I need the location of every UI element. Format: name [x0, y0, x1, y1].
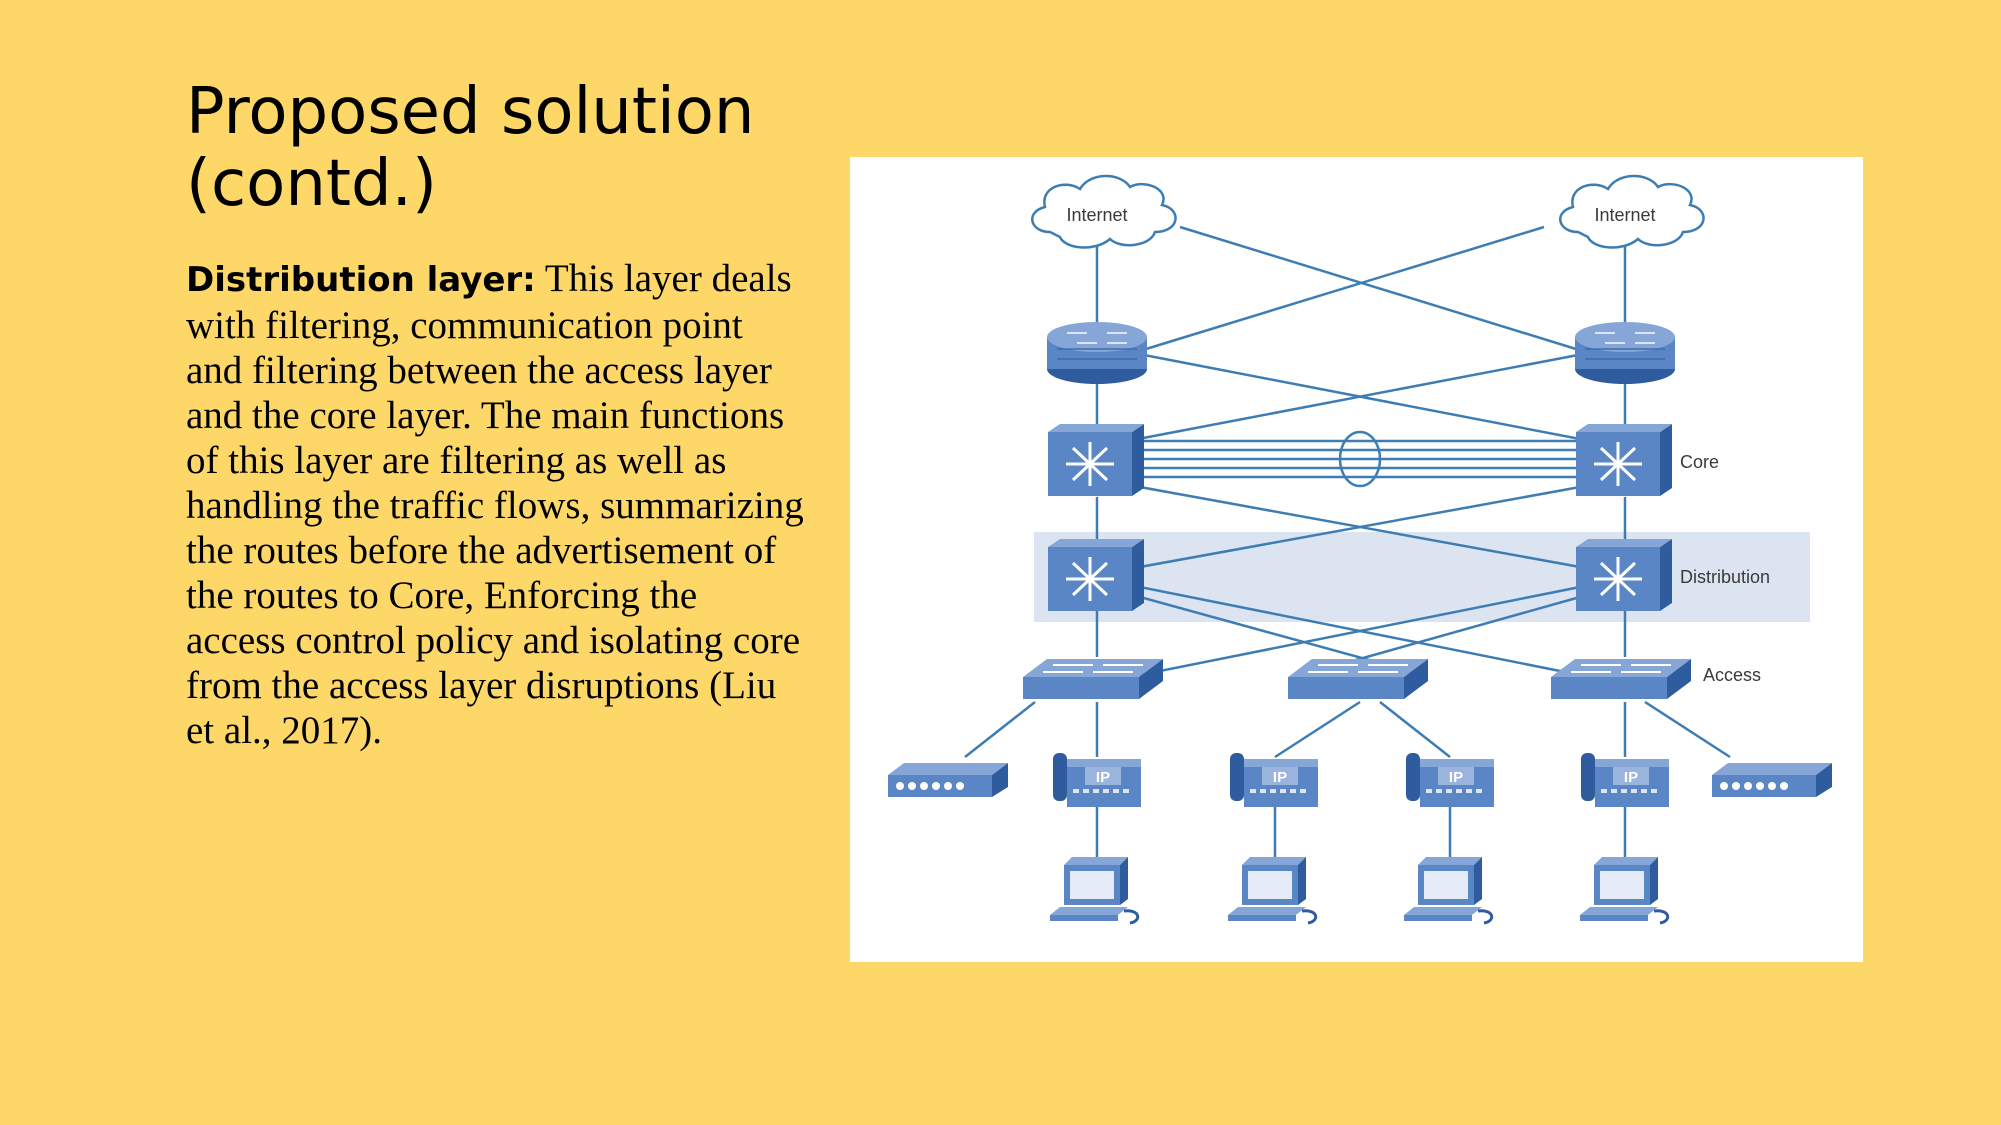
- ip-phone-icon: [1406, 753, 1494, 807]
- multilayer-switch-icon: [1046, 537, 1146, 613]
- access-switch-icon: [1550, 658, 1692, 700]
- multilayer-switch-icon: [1046, 422, 1146, 498]
- distribution-band: [1034, 532, 1810, 622]
- internet-label-right: Internet: [1594, 205, 1655, 225]
- computer-icon: [1226, 855, 1318, 925]
- slide-body: Distribution layer: This layer deals wit…: [186, 256, 806, 753]
- access-label: Access: [1703, 665, 1761, 685]
- computer-icon: [1402, 855, 1494, 925]
- multilayer-switch-icon: [1574, 422, 1674, 498]
- slide-title: Proposed solution (contd.): [186, 75, 755, 221]
- etherchannel-ellipse: [1338, 430, 1382, 488]
- ip-phone-icon: [1581, 753, 1669, 807]
- network-diagram: IP: [850, 157, 1863, 962]
- computer-icon: [1048, 855, 1140, 925]
- cloud-icon: Internet: [1559, 174, 1705, 249]
- distribution-label: Distribution: [1680, 567, 1770, 587]
- router-icon: [1046, 321, 1148, 385]
- core-label: Core: [1680, 452, 1719, 472]
- computer-icon: [1578, 855, 1670, 925]
- internet-label-left: Internet: [1066, 205, 1127, 225]
- access-switch-icon: [1287, 658, 1429, 700]
- body-lead: Distribution layer:: [186, 260, 536, 300]
- cloud-icon: Internet: [1031, 174, 1177, 249]
- access-switch-icon: [1022, 658, 1164, 700]
- network-links: [964, 225, 1731, 857]
- ip-phone-icon: [1053, 753, 1141, 807]
- hub-icon: [1712, 763, 1832, 797]
- hub-icon: [888, 763, 1008, 797]
- body-text: This layer deals with filtering, communi…: [186, 257, 804, 752]
- router-icon: [1574, 321, 1676, 385]
- multilayer-switch-icon: [1574, 537, 1674, 613]
- ip-phone-icon: [1230, 753, 1318, 807]
